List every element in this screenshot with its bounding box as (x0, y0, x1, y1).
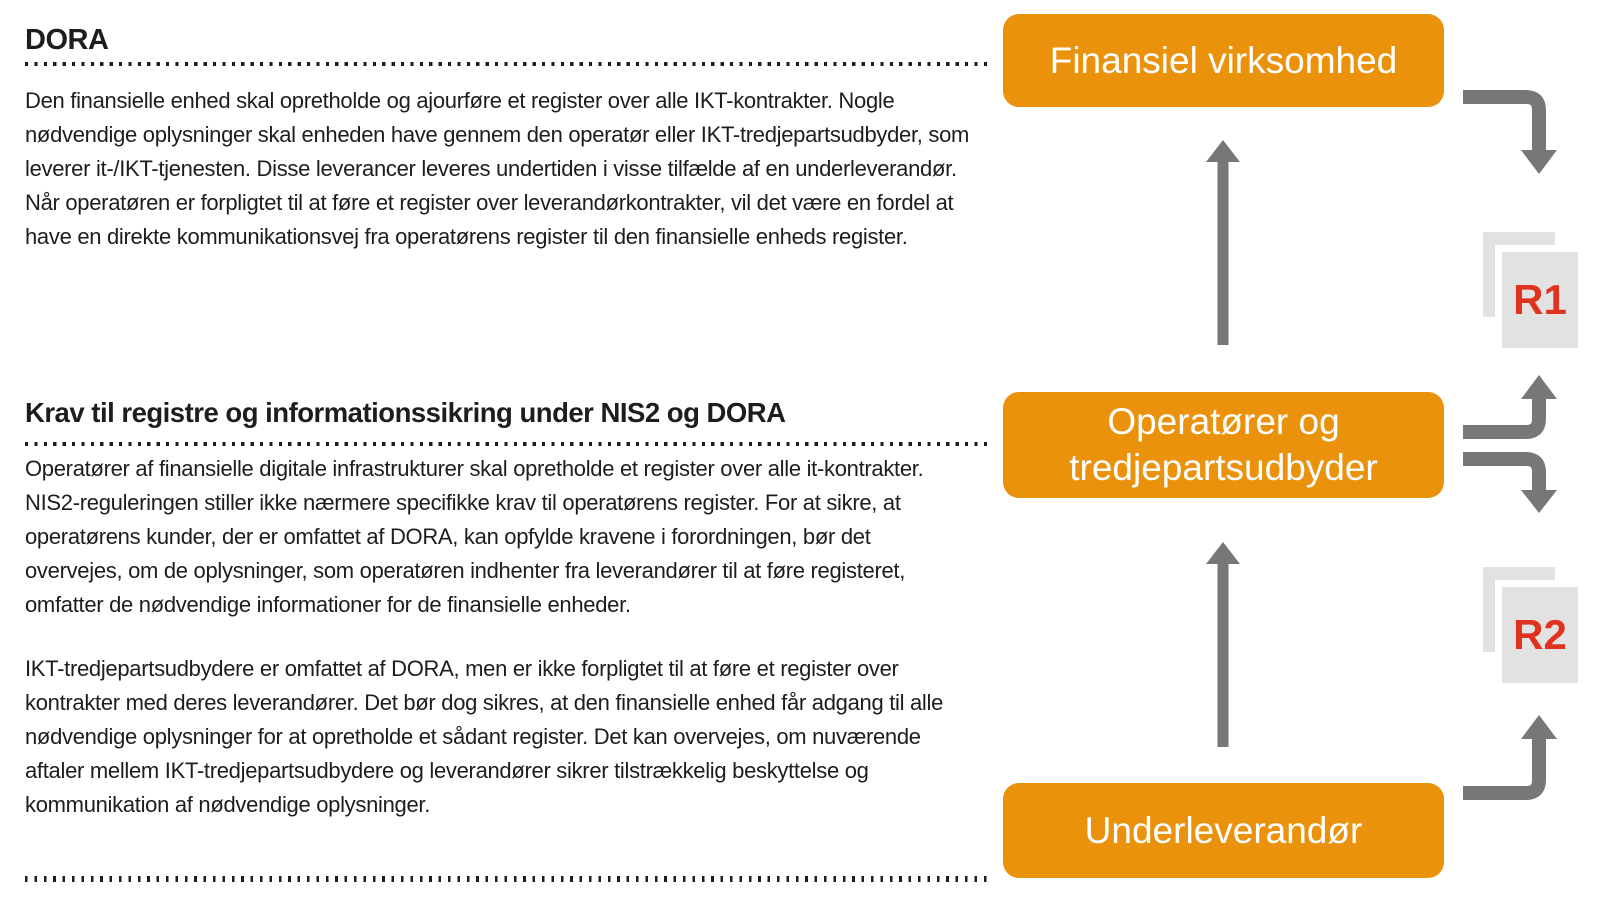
node-underleverandor-label: Underleverandør (1084, 809, 1363, 851)
arrow-elbow-operator-to-r1-icon (1463, 375, 1557, 439)
dotted-divider-bottom (25, 876, 992, 882)
arrow-elbow-operator-to-r2-icon (1463, 452, 1557, 513)
node-finansiel-label: Finansiel virksomhed (1049, 39, 1398, 81)
register-r2-document-icon: R2 (1502, 587, 1578, 683)
node-operator-label: Operatører og tredjepartsudbyder (1069, 401, 1378, 488)
node-operatorer-tredjepartsudbyder: Operatører og tredjepartsudbyder (1003, 392, 1444, 498)
dora-section-heading: DORA (25, 24, 109, 56)
nis2-section-paragraph-1: Operatører af finansielle digitale infra… (25, 456, 924, 617)
dotted-divider-middle (25, 442, 992, 446)
register-r2-label: R2 (1513, 611, 1567, 658)
arrow-elbow-underleverandor-to-r2-icon (1463, 715, 1557, 800)
nis2-section-heading: Krav til registre og informationssikring… (25, 397, 786, 428)
nis2-section-paragraph-2: IKT-tredjepartsudbydere er omfattet af D… (25, 656, 944, 817)
arrow-up-underleverandor-to-operator-icon (1206, 542, 1240, 747)
arrow-elbow-finansiel-to-r1-icon (1463, 90, 1557, 174)
node-underleverandor: Underleverandør (1003, 783, 1444, 878)
dora-section-paragraph: Den finansielle enhed skal opretholde og… (25, 88, 970, 249)
register-r1-label: R1 (1513, 276, 1567, 323)
dotted-divider-top (25, 62, 992, 66)
arrow-up-operator-to-finansiel-icon (1206, 140, 1240, 345)
register-r1-document-icon: R1 (1502, 252, 1578, 348)
node-finansiel-virksomhed: Finansiel virksomhed (1003, 14, 1444, 107)
